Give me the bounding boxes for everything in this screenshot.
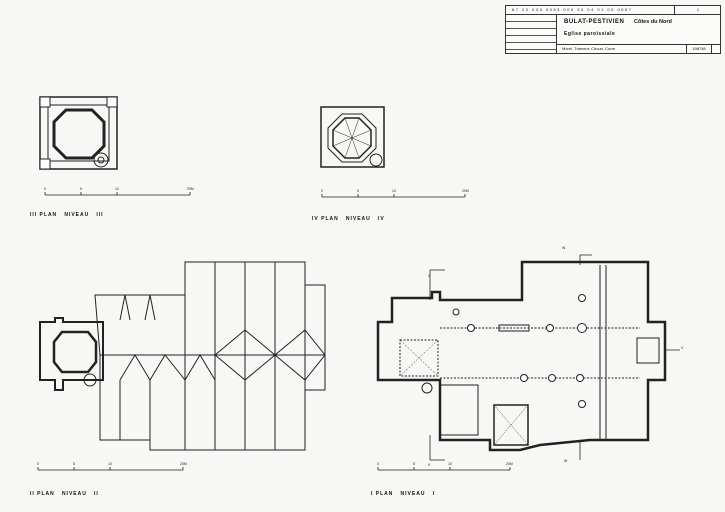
section-mark-v: V bbox=[681, 346, 684, 350]
dossier-code: 87 22 033 0033 000 33 04 01 00 0057 bbox=[512, 7, 633, 12]
scale-tick: 20M bbox=[462, 189, 469, 193]
plan-label-niveau-4: IV PLAN NIVEAU IV bbox=[312, 216, 385, 222]
scale-tick: 20M bbox=[187, 187, 194, 191]
title-block-authors-row: Morel, Trameur, Chouri, Corre 198748 bbox=[556, 44, 720, 53]
plan-niveau-3-drawing bbox=[39, 96, 118, 170]
scale-tick: 0 bbox=[321, 189, 323, 193]
section-mark-w: W bbox=[564, 459, 568, 463]
reference-number: 198748 bbox=[686, 45, 712, 53]
scale-tick: 0 bbox=[37, 462, 39, 466]
scale-tick: 10 bbox=[392, 189, 396, 193]
commune-name: BULAT-PESTIVIEN bbox=[564, 19, 625, 25]
scale-tick: 0 bbox=[44, 187, 46, 191]
title-block-code-row: 87 22 033 0033 000 33 04 01 00 0057 1 bbox=[506, 6, 720, 15]
scale-tick: 10 bbox=[115, 187, 119, 191]
title-block-left-column bbox=[506, 15, 557, 53]
scale-tick: 10 bbox=[108, 462, 112, 466]
plan-niveau-2-drawing bbox=[39, 261, 326, 451]
sheet-number: 1 bbox=[674, 6, 721, 14]
plan-niveau-1-drawing bbox=[376, 254, 680, 461]
plan-niveau-4-drawing bbox=[320, 106, 385, 168]
scale-tick-labels: 0 5 10 20M 0 5 10 20M 0 5 10 20M 0 5 10 … bbox=[37, 187, 684, 467]
title-block: 87 22 033 0033 000 33 04 01 00 0057 1 BU… bbox=[505, 5, 721, 54]
section-mark-x: X bbox=[428, 463, 431, 467]
scale-tick: 5 bbox=[80, 187, 82, 191]
building-name: Eglise paroissiale bbox=[564, 31, 616, 37]
scale-tick: 20M bbox=[180, 462, 187, 466]
scale-tick: 5 bbox=[73, 462, 75, 466]
plan-label-niveau-3: III PLAN NIVEAU III bbox=[30, 212, 104, 218]
scale-tick: 20M bbox=[506, 462, 513, 466]
authors: Morel, Trameur, Chouri, Corre bbox=[562, 46, 616, 51]
scale-tick: 5 bbox=[357, 189, 359, 193]
department-name: Côtes du Nord bbox=[634, 19, 672, 25]
scale-tick: 5 bbox=[413, 462, 415, 466]
section-mark-x: X bbox=[428, 274, 431, 278]
plan-label-niveau-1: I PLAN NIVEAU I bbox=[371, 491, 436, 497]
scale-tick: 10 bbox=[448, 462, 452, 466]
section-mark-w: W bbox=[562, 246, 566, 250]
plan-label-niveau-2: II PLAN NIVEAU II bbox=[30, 491, 99, 497]
scale-tick: 0 bbox=[377, 462, 379, 466]
scale-bars bbox=[37, 192, 511, 471]
